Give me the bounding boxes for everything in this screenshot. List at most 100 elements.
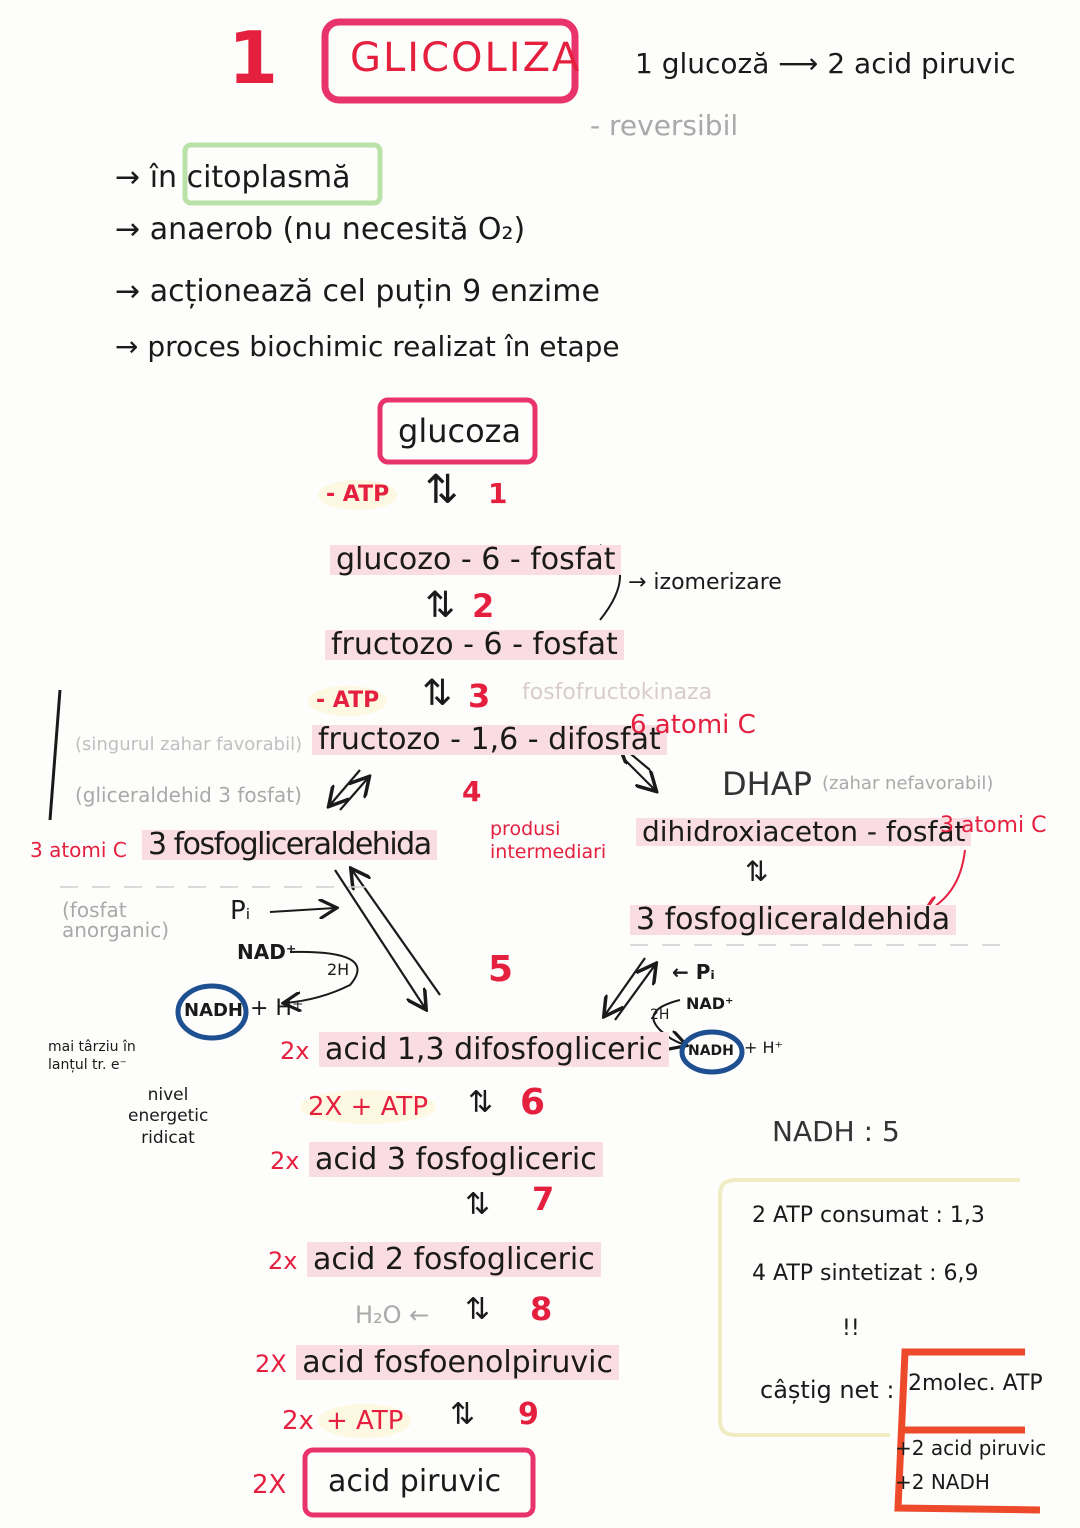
nad-arrow — [285, 950, 359, 1003]
pep-mult: 2X — [255, 1350, 287, 1378]
pyruvate-mult: 2X — [252, 1470, 287, 1500]
arrow-icon: → — [115, 212, 141, 247]
dhap-arrow-icon: ⇅ — [745, 855, 769, 888]
reversible-note: - reversibil — [590, 109, 739, 142]
nadh-left: NADH — [184, 1000, 244, 1021]
pg3-row: 2x acid 3 fosfogliceric — [270, 1142, 603, 1177]
step4-number: 4 — [462, 775, 482, 808]
step5-arrow-left-down — [334, 869, 425, 1008]
net-gain-nadh: +2 NADH — [895, 1470, 990, 1494]
step4-arrow-left-down — [330, 769, 361, 805]
step3-atp: - ATP — [308, 686, 388, 716]
pyruvate-label: acid piruvic — [328, 1464, 502, 1499]
dhap-carbons: 3 atomi C — [940, 813, 1047, 838]
glucoza-label: glucoza — [398, 412, 522, 450]
summary-equation: 1 glucoză ⟶ 2 acid piruvic — [635, 47, 1016, 80]
glucoza-box — [377, 397, 538, 465]
step8-arrow-icon: ⇅ — [465, 1292, 491, 1327]
summary-box-border — [718, 1178, 1020, 1437]
step9-mult: 2x — [282, 1406, 314, 1436]
glucozo-6-fosfat: glucozo - 6 - fosfat — [330, 545, 622, 575]
bullet-enzime: → acționează cel puțin 9 enzime — [115, 277, 600, 307]
nad-arrow-right — [652, 999, 685, 1045]
step3-number: 3 — [468, 677, 491, 715]
f16bp-carbons: 6 atomi C — [630, 710, 756, 740]
step5-arrow-left-up — [352, 870, 441, 996]
pg2-text: acid 2 fosfogliceric — [307, 1242, 601, 1277]
step1-arrow-icon: ⇅ — [425, 467, 459, 513]
step8-number: 8 — [530, 1290, 553, 1328]
bullet-citoplasma: → în citoplasmă — [115, 163, 351, 193]
arrow-icon: → — [115, 330, 139, 363]
bullet-text: anaerob (nu necesită O₂) — [149, 212, 526, 247]
net-gain-bracket — [894, 1348, 1041, 1514]
pg2-row: 2x acid 2 fosfogliceric — [268, 1242, 601, 1277]
nad-left: NAD⁺ — [237, 940, 297, 964]
step8-water: H₂O ← — [355, 1301, 430, 1329]
fructozo-6-fosfat: fructozo - 6 - fosfat — [325, 630, 624, 660]
bpg-text: acid 1,3 difosfogliceric — [319, 1032, 669, 1067]
step6-number: 6 — [520, 1082, 546, 1123]
izomerizare-label: → izomerizare — [628, 570, 782, 595]
step2-number: 2 — [472, 587, 495, 625]
step9-atp: + ATP — [318, 1404, 412, 1438]
net-gain-label: câștig net : — [760, 1376, 895, 1404]
title-box — [321, 18, 579, 104]
step9-number: 9 — [518, 1397, 539, 1432]
two-h-left: 2H — [327, 960, 350, 979]
bpg-row: 2x acid 1,3 difosfogliceric — [280, 1032, 669, 1067]
gap-note: (gliceraldehid 3 fosfat) — [75, 783, 302, 807]
bullet-text: acționează cel puțin 9 enzime — [149, 274, 600, 309]
pg2-mult: 2x — [268, 1247, 298, 1275]
f16bp-note: (singurul zahar favorabil) — [75, 734, 303, 755]
chapter-number: 1 — [228, 16, 279, 100]
nadh-level-note: nivel energetic ridicat — [128, 1085, 209, 1148]
pi-right: ← Pᵢ — [672, 960, 715, 984]
step7-arrow-icon: ⇅ — [465, 1187, 491, 1222]
citoplasma-box — [182, 142, 383, 206]
step3-arrow-icon: ⇅ — [422, 673, 453, 714]
gap-left-carbons: 3 atomi C — [30, 838, 127, 862]
bullet-proces: → proces biochimic realizat în etape — [115, 333, 620, 361]
step1-atp: - ATP — [318, 480, 398, 510]
h-plus-left: + H⁺ — [250, 996, 304, 1021]
pi-left: Pᵢ — [230, 896, 251, 926]
step7-number: 7 — [532, 1180, 555, 1218]
pep-row: 2X acid fosfoenolpiruvic — [255, 1345, 619, 1380]
arrow-icon: → — [115, 274, 141, 309]
pg3-text: acid 3 fosfogliceric — [309, 1142, 603, 1177]
fosfogliceraldehida-left: 3 fosfogliceraldehida — [142, 830, 437, 860]
bullet-prefix: în — [149, 160, 178, 195]
bullet-text: citoplasmă — [186, 160, 351, 195]
step1-number: 1 — [488, 477, 508, 510]
left-margin-bar — [48, 689, 62, 821]
step6-arrow-icon: ⇅ — [468, 1085, 494, 1120]
step9-arrow-icon: ⇅ — [450, 1397, 476, 1432]
atp-consumed: 2 ATP consumat : 1,3 — [752, 1203, 985, 1228]
fosfogliceraldehida-right: 3 fosfogliceraldehida — [630, 905, 957, 935]
fructozo-1-6-difosfat: fructozo - 1,6 - difosfat — [312, 725, 667, 755]
enzyme-fosfofructokinaza: fosfofructokinaza — [522, 680, 713, 705]
pep-text: acid fosfoenolpiruvic — [296, 1345, 619, 1380]
dihidroxiaceton-fosfat: dihidroxiaceton - fosfat — [636, 818, 972, 846]
nad-right: NAD⁺ — [686, 994, 734, 1013]
emphasis-mark: !! — [842, 1316, 860, 1341]
nadh-step-note: NADH : 5 — [772, 1115, 900, 1148]
pyruvate-box — [302, 1447, 536, 1518]
step2-arrow-icon: ⇅ — [425, 585, 456, 626]
nadh-later-note: mai târziu în lanțul tr. e⁻ — [48, 1039, 136, 1074]
step5-arrow-right-up — [614, 965, 655, 1021]
bullet-text: proces biochimic realizat în etape — [147, 330, 620, 363]
h-plus-right: + H⁺ — [744, 1038, 783, 1057]
pg3-mult: 2x — [270, 1147, 300, 1175]
net-gain-atp: 2molec. ATP — [908, 1371, 1043, 1396]
step4-note: produsi intermediari — [490, 818, 607, 863]
nadh-right: NADH — [688, 1043, 734, 1059]
step4-arrow-left-up — [339, 778, 368, 811]
page-title: GLICOLIZA — [350, 35, 582, 81]
pi-note: (fosfat anorganic) — [62, 898, 170, 942]
nadh-circle-right — [679, 1029, 745, 1075]
bpg-mult: 2x — [280, 1037, 310, 1065]
step4-arrow-right-down — [624, 759, 655, 790]
